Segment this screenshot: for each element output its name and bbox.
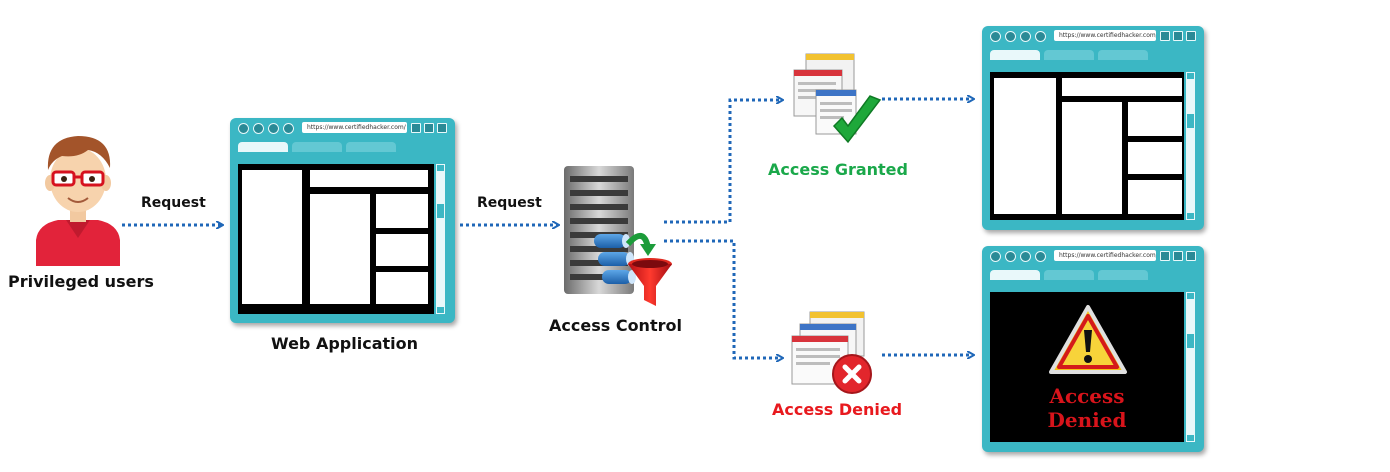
server-filter-icon [564, 166, 672, 306]
content-pane [1128, 142, 1182, 174]
denied-page-content: Access Denied [990, 292, 1184, 442]
scrollbar-thumb[interactable] [1187, 114, 1194, 128]
access-granted-icon [793, 53, 882, 144]
maximize-icon [1173, 31, 1183, 41]
scrollbar[interactable] [436, 164, 445, 314]
content-pane [376, 234, 428, 266]
back-icon [238, 123, 249, 134]
refresh-icon [1035, 31, 1046, 42]
browser-tab [1098, 270, 1148, 280]
content-pane [242, 170, 302, 304]
back-icon [990, 251, 1001, 262]
home-icon [1020, 251, 1031, 262]
request-label-2: Request [477, 195, 542, 211]
warning-icon [1049, 305, 1127, 374]
browser-toolbar: https://www.certifiedhacker.com/ [982, 26, 1204, 48]
denied-screen-line2: Denied [1047, 408, 1127, 432]
access-control-label: Access Control [549, 316, 682, 335]
home-icon [268, 123, 279, 134]
denied-browser-window: https://www.certifiedhacker.com/ Access … [982, 246, 1204, 452]
content-pane [310, 170, 428, 187]
url-bar: https://www.certifiedhacker.com/ [1054, 250, 1156, 261]
browser-tab [1044, 50, 1094, 60]
access-denied-label: Access Denied [772, 400, 903, 419]
browser-tab [990, 270, 1040, 280]
content-pane [1062, 78, 1182, 96]
page-content [238, 164, 434, 314]
browser-tab [346, 142, 396, 152]
content-pane [376, 272, 428, 304]
access-granted-label: Access Granted [768, 160, 908, 179]
scrollbar[interactable] [1186, 72, 1195, 220]
access-denied-icon [791, 311, 872, 394]
content-pane [1128, 180, 1182, 214]
browser-tab [1044, 270, 1094, 280]
user-avatar-icon [36, 136, 120, 266]
browser-tab [1098, 50, 1148, 60]
url-bar: https://www.certifiedhacker.com/ [1054, 30, 1156, 41]
content-pane [376, 194, 428, 228]
close-icon [1186, 251, 1196, 261]
browser-tab [238, 142, 288, 152]
content-pane [1062, 102, 1122, 214]
minimize-icon [1160, 31, 1170, 41]
privileged-users-label: Privileged users [8, 272, 154, 291]
browser-toolbar: https://www.certifiedhacker.com/ [982, 246, 1204, 268]
minimize-icon [411, 123, 421, 133]
request-label-1: Request [141, 195, 206, 211]
scrollbar[interactable] [1186, 292, 1195, 442]
arrow-to-granted [664, 100, 782, 224]
maximize-icon [424, 123, 434, 133]
web-application-label: Web Application [271, 334, 419, 353]
browser-tab [292, 142, 342, 152]
content-pane [310, 194, 370, 304]
granted-browser-window: https://www.certifiedhacker.com/ [982, 26, 1204, 230]
maximize-icon [1173, 251, 1183, 261]
browser-tab [990, 50, 1040, 60]
refresh-icon [283, 123, 294, 134]
close-icon [437, 123, 447, 133]
forward-icon [1005, 31, 1016, 42]
back-icon [990, 31, 1001, 42]
content-pane [994, 78, 1056, 214]
refresh-icon [1035, 251, 1046, 262]
scrollbar-thumb[interactable] [437, 204, 444, 218]
scrollbar-thumb[interactable] [1187, 334, 1194, 348]
minimize-icon [1160, 251, 1170, 261]
arrow-to-denied [664, 239, 782, 358]
browser-toolbar: https://www.certifiedhacker.com/ [230, 118, 455, 140]
close-icon [1186, 31, 1196, 41]
content-pane [1128, 102, 1182, 136]
forward-icon [253, 123, 264, 134]
forward-icon [1005, 251, 1016, 262]
page-content [990, 72, 1184, 220]
home-icon [1020, 31, 1031, 42]
url-bar: https://www.certifiedhacker.com/ [302, 122, 407, 133]
denied-screen-line1: Access [1049, 384, 1125, 408]
web-application-browser-window: https://www.certifiedhacker.com/ [230, 118, 455, 323]
